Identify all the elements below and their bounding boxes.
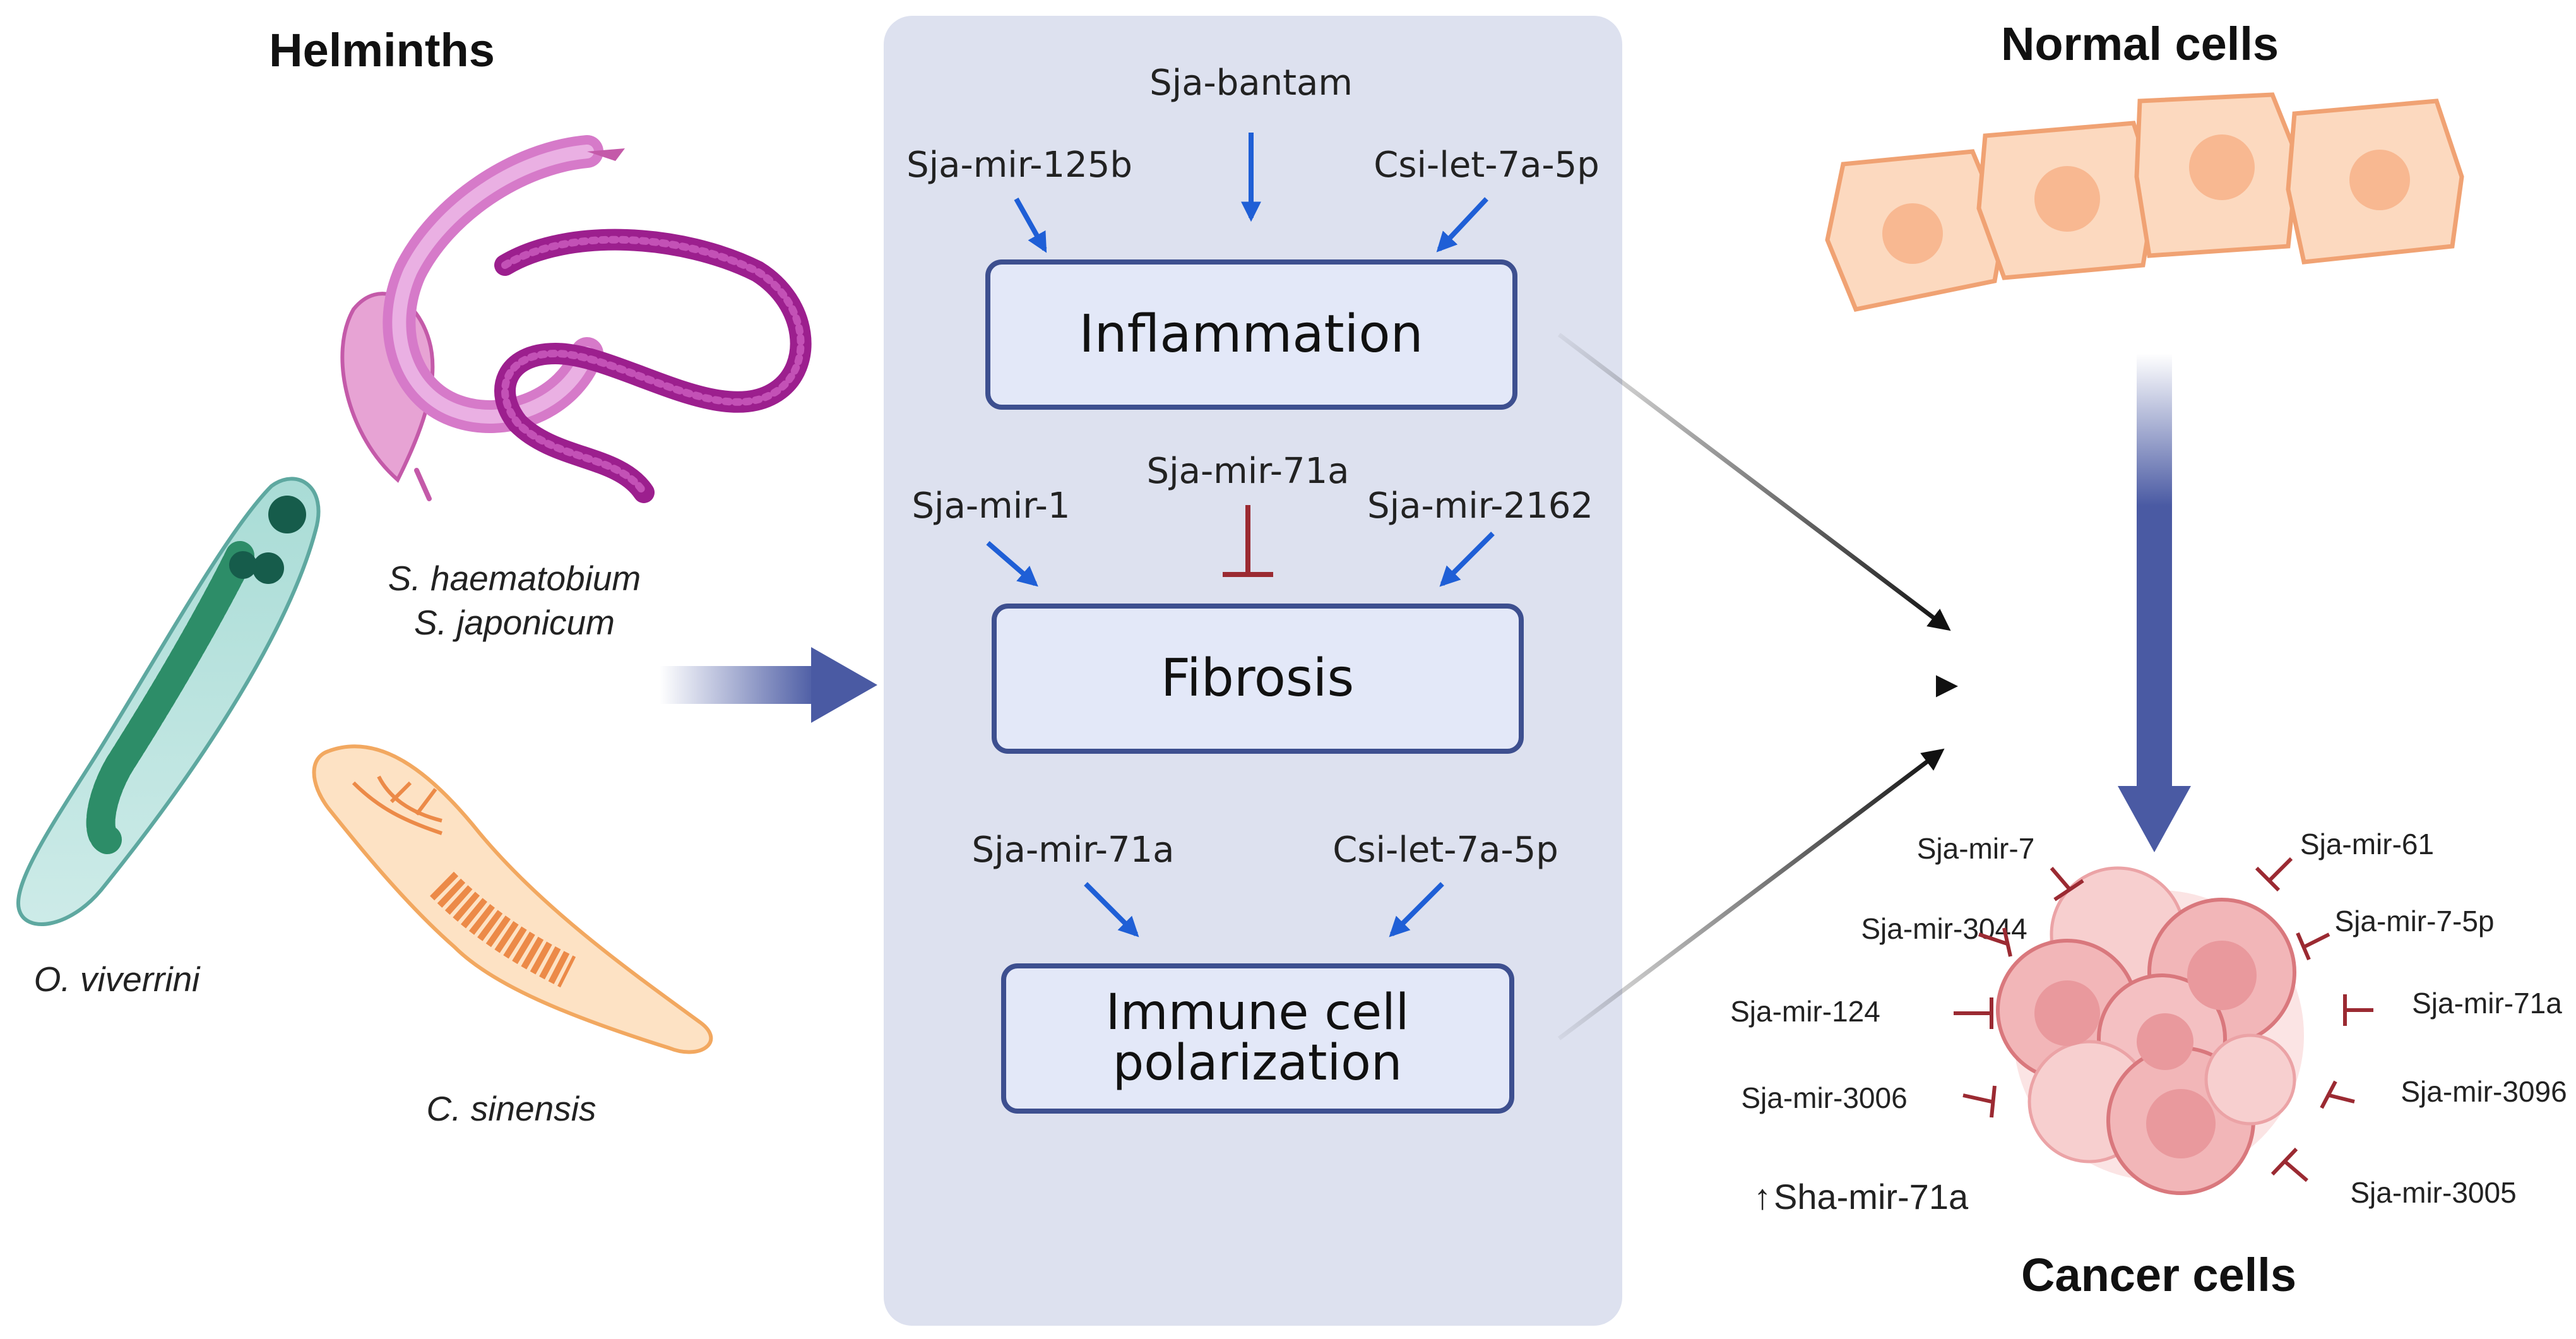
mirna-label-sha-mir-71a: Sha-mir-71a xyxy=(1774,1177,1969,1217)
immune-to-cancer-arrow xyxy=(1557,748,1945,1040)
activation-arrow xyxy=(1014,198,1047,253)
inhibitor-sja-mir-3044: Sja-mir-3044 xyxy=(1861,912,2027,957)
inhibitor-sja-mir-7-5p: Sja-mir-7-5p xyxy=(2296,905,2495,961)
mirna-label-sja-mir-1: Sja-mir-1 xyxy=(911,485,1070,527)
immune-cell-label-line2: polarization xyxy=(1113,1035,1403,1092)
cancer-cells-title: Cancer cells xyxy=(2021,1249,2296,1301)
activation-arrow xyxy=(1389,882,1444,937)
inhibitor-sja-mir-7: Sja-mir-7 xyxy=(1917,832,2084,902)
mirna-label-sja-mir-125b: Sja-mir-125b xyxy=(906,145,1132,186)
helminth-to-pathway-arrow xyxy=(660,647,877,723)
mirna-label-sja-bantam: Sja-bantam xyxy=(1149,62,1353,104)
mirna-label-csi-let-7a-5p-immune: Csi-let-7a-5p xyxy=(1333,830,1558,871)
upregulated-arrow-icon: ↑ xyxy=(1754,1177,1771,1217)
s-haematobium-label: S. haematobium xyxy=(388,559,641,598)
helminths-title: Helminths xyxy=(269,24,495,76)
inhibitor-sja-mir-71a: Sja-mir-71a xyxy=(2343,987,2562,1026)
mirna-label-sja-mir-7: Sja-mir-7 xyxy=(1917,832,2035,865)
c-sinensis-label: C. sinensis xyxy=(427,1089,597,1128)
fibrosis-box xyxy=(992,604,1524,754)
mirna-label-sja-mir-3005: Sja-mir-3005 xyxy=(2350,1176,2516,1209)
s-japonicum-label: S. japonicum xyxy=(414,603,615,642)
cancer-cells-icon xyxy=(1996,866,2304,1195)
mirna-label-sja-mir-71a-fibrosis: Sja-mir-71a xyxy=(1147,451,1350,492)
o-viverrini-label: O. viverrini xyxy=(34,960,201,999)
activation-arrow xyxy=(1436,197,1488,253)
inhibitor-sja-mir-61: Sja-mir-61 xyxy=(2255,828,2434,892)
activation-arrow xyxy=(986,540,1038,587)
immune-cell-polarization-box xyxy=(1001,963,1514,1114)
inflammation-box xyxy=(985,259,1517,410)
inhibitor-sja-mir-3096: Sja-mir-3096 xyxy=(2320,1075,2567,1109)
activation-arrow xyxy=(1439,532,1495,587)
inhibitor-sja-mir-124: Sja-mir-124 xyxy=(1730,995,1993,1029)
mirna-label-sja-mir-2162: Sja-mir-2162 xyxy=(1367,485,1593,527)
mirna-label-sja-mir-61: Sja-mir-61 xyxy=(2300,828,2434,860)
opisthorchis-viverrini-icon xyxy=(16,477,321,926)
mirna-label-sja-mir-71a: Sja-mir-71a xyxy=(2412,987,2562,1020)
inflammation-to-cancer-arrow xyxy=(1557,333,1951,631)
inhibition-symbol xyxy=(1223,505,1273,577)
inflammation-label: Inflammation xyxy=(1079,304,1423,364)
normal-cells-icon xyxy=(1825,92,2464,312)
clonorchis-sinensis-icon xyxy=(312,744,713,1054)
mirna-label-csi-let-7a-5p: Csi-let-7a-5p xyxy=(1374,145,1600,186)
mirna-label-sja-mir-7-5p: Sja-mir-7-5p xyxy=(2334,905,2494,937)
mirna-label-sja-mir-124: Sja-mir-124 xyxy=(1730,995,1880,1028)
inhibitor-sja-mir-3006: Sja-mir-3006 xyxy=(1741,1081,1997,1118)
normal-cells-title: Normal cells xyxy=(2001,18,2279,70)
fibrosis-label: Fibrosis xyxy=(1161,648,1354,708)
normal-to-cancer-arrow xyxy=(2118,354,2191,852)
immune-cell-label-line1: Immune cell xyxy=(1106,984,1410,1041)
activation-arrow xyxy=(1084,882,1139,937)
mirna-label-sja-mir-3096: Sja-mir-3096 xyxy=(2401,1075,2567,1108)
inhibitor-sja-mir-3005: Sja-mir-3005 xyxy=(2270,1147,2517,1209)
schistosoma-worm-icon xyxy=(383,135,812,503)
mirna-label-sja-mir-3006: Sja-mir-3006 xyxy=(1741,1081,1907,1114)
mirna-label-sja-mir-71a-immune: Sja-mir-71a xyxy=(972,830,1175,871)
